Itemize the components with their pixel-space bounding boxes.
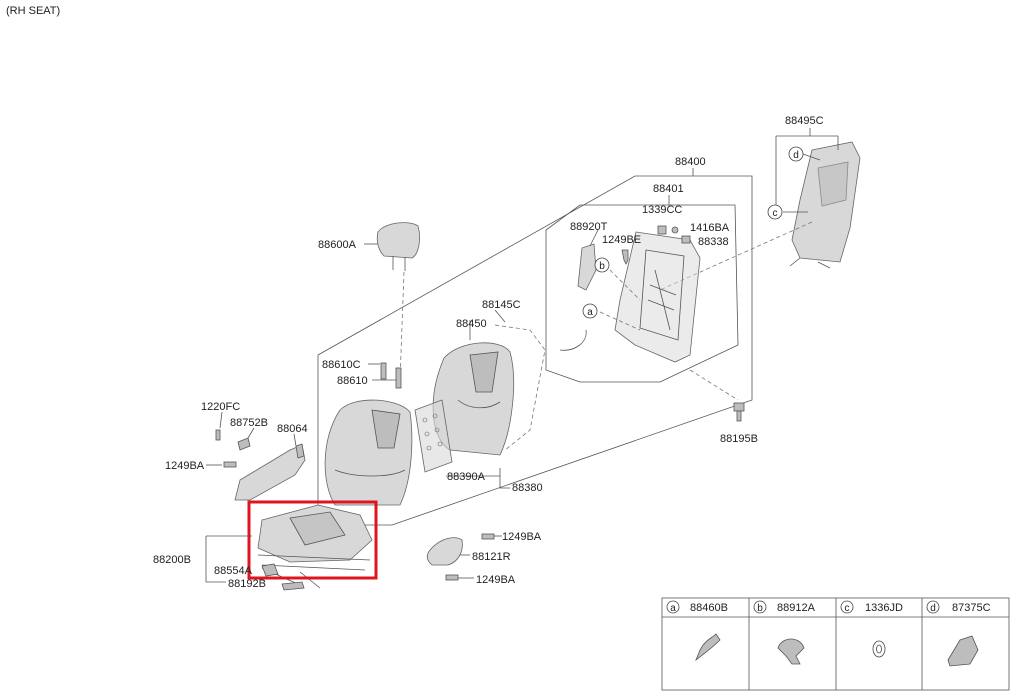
side-shield-part — [426, 537, 463, 566]
headrest-part — [376, 222, 420, 271]
label-88192B: 88192B — [228, 578, 266, 590]
legend-cell-b: b 88912A — [753, 600, 816, 665]
back-wire-part — [494, 324, 546, 451]
label-88752B: 88752B — [230, 417, 268, 429]
label-1339CC: 1339CC — [642, 204, 682, 216]
fastener-88338 — [681, 235, 691, 244]
back-frame-part — [614, 231, 701, 363]
part-88192B — [281, 581, 305, 591]
side-cover-part — [234, 443, 306, 501]
back-cover-front-part — [324, 399, 413, 506]
label-88600A: 88600A — [318, 239, 357, 251]
assembly-box-88401 — [545, 204, 739, 383]
label-88380: 88380 — [512, 482, 543, 494]
callout-d: d — [788, 146, 804, 162]
callout-b: b — [594, 257, 610, 273]
part-88554A — [261, 563, 279, 577]
back-cover-part — [789, 141, 861, 269]
svg-text:1336JD: 1336JD — [865, 602, 903, 614]
label-1416BA: 1416BA — [690, 222, 730, 234]
back-pad-part — [432, 342, 514, 456]
svg-text:d: d — [930, 603, 936, 614]
fastener-1249BA-left — [223, 461, 237, 468]
svg-text:a: a — [670, 603, 676, 614]
svg-text:b: b — [599, 261, 605, 272]
fastener-1249BE — [621, 249, 629, 265]
legend-part-a-icon — [695, 633, 721, 662]
fastener-1249BA-r1 — [481, 533, 495, 540]
fastener-1339CC — [657, 225, 667, 235]
label-88450: 88450 — [456, 318, 487, 330]
label-88495C: 88495C — [785, 115, 824, 127]
label-88920T: 88920T — [570, 221, 608, 233]
svg-text:d: d — [793, 150, 799, 161]
label-1220FC: 1220FC — [201, 401, 240, 413]
legend-cell-c: c 1336JD — [840, 600, 903, 658]
svg-text:88460B: 88460B — [690, 602, 728, 614]
fastener-1249BA-r2 — [445, 574, 459, 581]
label-88554A: 88554A — [214, 565, 253, 577]
cable-part — [559, 329, 587, 351]
callout-a: a — [582, 303, 598, 319]
svg-text:87375C: 87375C — [952, 602, 991, 614]
svg-text:a: a — [587, 307, 593, 318]
diagram-title: (RH SEAT) — [6, 5, 60, 17]
label-88200B: 88200B — [153, 554, 191, 566]
label-88064: 88064 — [277, 423, 308, 435]
highlight-box — [247, 500, 378, 580]
headrest-guide-part — [380, 362, 402, 389]
label-88401: 88401 — [653, 183, 684, 195]
label-88400: 88400 — [675, 156, 706, 168]
legend-part-d-icon — [947, 635, 979, 667]
svg-text:c: c — [773, 208, 778, 219]
label-1249BA-r2: 1249BA — [476, 574, 516, 586]
label-88610: 88610 — [337, 375, 368, 387]
svg-text:c: c — [845, 603, 850, 614]
label-88145C: 88145C — [482, 299, 521, 311]
label-1249BE: 1249BE — [602, 234, 641, 246]
bolt-88195B — [733, 402, 745, 422]
label-1249BA-r1: 1249BA — [502, 531, 542, 543]
svg-text:b: b — [757, 603, 763, 614]
label-88338: 88338 — [698, 236, 729, 248]
callout-c: c — [767, 204, 783, 220]
legend-cell-d: d 87375C — [926, 600, 991, 667]
label-88195B: 88195B — [720, 433, 758, 445]
label-88121R: 88121R — [472, 551, 511, 563]
legend-table: a 88460B b 88912A c 1336JD d 87375C — [661, 597, 1010, 691]
fastener-1220FC — [215, 429, 221, 441]
svg-text:88912A: 88912A — [777, 602, 816, 614]
side-bracket-part — [577, 243, 597, 291]
label-88610C: 88610C — [322, 359, 361, 371]
legend-cell-a: a 88460B — [666, 600, 728, 662]
fastener-1416BA — [671, 226, 679, 234]
label-1249BA-left: 1249BA — [165, 460, 205, 472]
seat-cushion-part — [257, 504, 373, 589]
label-88390A: 88390A — [447, 471, 486, 483]
legend-part-b-icon — [777, 638, 805, 665]
bracket-88752B — [237, 437, 251, 451]
